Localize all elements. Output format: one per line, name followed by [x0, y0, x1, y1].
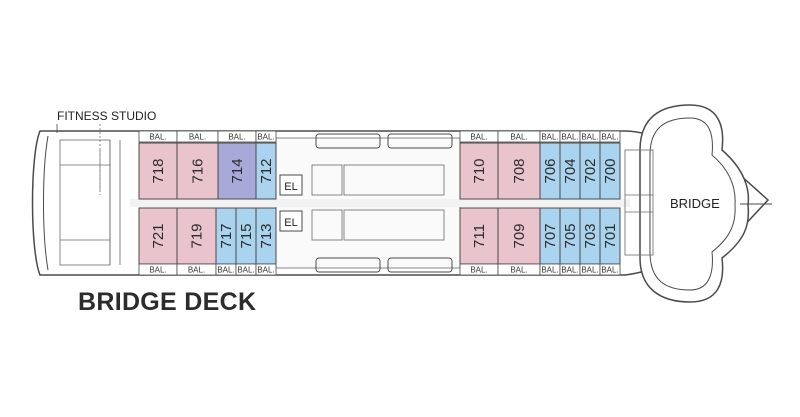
cabin-number: 700 [602, 158, 619, 183]
stern-inner-line [43, 135, 49, 271]
cabin-number: 708 [511, 158, 528, 183]
balcony-label: BAL. [510, 133, 527, 142]
bridge-label: BRIDGE [670, 196, 720, 211]
cabin-number: 721 [150, 223, 167, 248]
cabin-712[interactable]: BAL. 712 [255, 130, 277, 200]
balcony-label: BAL. [601, 266, 618, 275]
cabin-721[interactable]: BAL. 721 [138, 207, 178, 276]
balcony-label: BAL. [470, 266, 487, 275]
cabin-708[interactable]: BAL. 708 [497, 130, 541, 200]
cabin-702[interactable]: BAL. 702 [579, 130, 601, 200]
cabin-number: 718 [150, 158, 167, 183]
cabin-704[interactable]: BAL. 704 [559, 130, 581, 200]
cabin-706[interactable]: BAL. 706 [539, 130, 561, 200]
elevator-bottom [279, 210, 303, 232]
cabin-714[interactable]: BAL. 714 [217, 130, 257, 200]
cabin-number: 716 [190, 158, 207, 183]
cabin-number: 719 [189, 223, 206, 248]
cabin-709[interactable]: BAL. 709 [497, 207, 541, 276]
forward-interior [624, 149, 654, 256]
cabin-711[interactable]: BAL. 711 [459, 207, 499, 276]
balcony-label: BAL. [541, 133, 558, 142]
cabin-700[interactable]: BAL. 700 [599, 130, 621, 200]
balcony-label: BAL. [149, 133, 166, 142]
bridge-inner-outline [649, 117, 736, 291]
balcony-label: BAL. [581, 266, 598, 275]
cabin-number: 712 [258, 158, 275, 183]
balcony-label: BAL. [149, 266, 166, 275]
cabin-number: 715 [238, 223, 255, 248]
cabin-717[interactable]: BAL. 717 [215, 207, 237, 276]
balcony-label: BAL. [217, 266, 234, 275]
lifeboats [315, 133, 453, 273]
balcony-label: BAL. [470, 133, 487, 142]
cabin-713[interactable]: BAL. 713 [255, 207, 277, 276]
balcony-label: BAL. [510, 266, 527, 275]
cabin-707[interactable]: BAL. 707 [539, 207, 561, 276]
deck-title: BRIDGE DECK [78, 288, 257, 316]
cabin-number: 701 [602, 223, 619, 248]
cabin-705[interactable]: BAL. 705 [559, 207, 581, 276]
central-rooms [311, 164, 445, 241]
balcony-label: BAL. [541, 266, 558, 275]
cabin-716[interactable]: BAL. 716 [176, 130, 219, 200]
cabin-number: 717 [218, 223, 235, 248]
cabin-number: 710 [471, 158, 488, 183]
balcony-label: BAL. [257, 133, 274, 142]
cabin-number: 704 [562, 158, 579, 183]
cabins: BAL.718BAL.716BAL.714BAL.712BAL.710BAL.7… [138, 130, 621, 276]
cabin-number: 711 [471, 224, 488, 248]
elevator-label-top: EL [284, 181, 297, 193]
balcony-label: BAL. [561, 133, 578, 142]
stern-interior [59, 139, 121, 266]
balcony-label: BAL. [601, 133, 618, 142]
cabin-number: 707 [542, 223, 559, 248]
cabin-710[interactable]: BAL. 710 [459, 130, 499, 200]
cabin-715[interactable]: BAL. 715 [235, 207, 257, 276]
bridge-structure [639, 104, 750, 303]
cabin-number: 702 [582, 158, 599, 183]
cabin-number: 705 [562, 223, 579, 248]
balcony-label: BAL. [237, 266, 254, 275]
fitness-studio-label: FITNESS STUDIO [57, 109, 156, 123]
elevator-label-bottom: EL [284, 217, 297, 229]
cabin-number: 706 [542, 158, 559, 183]
balcony-label: BAL. [189, 133, 206, 142]
cabin-703[interactable]: BAL. 703 [579, 207, 601, 276]
cabin-number: 714 [229, 158, 246, 183]
cabin-number: 703 [582, 223, 599, 248]
cabin-718[interactable]: BAL. 718 [138, 130, 178, 200]
balcony-label: BAL. [228, 133, 245, 142]
balcony-label: BAL. [257, 266, 274, 275]
cabin-number: 713 [258, 223, 275, 248]
cabin-701[interactable]: BAL. 701 [599, 207, 621, 276]
elevator-top [279, 174, 303, 196]
balcony-label: BAL. [188, 266, 205, 275]
corridor [130, 199, 630, 207]
balcony-label: BAL. [581, 133, 598, 142]
balcony-label: BAL. [561, 266, 578, 275]
cabin-number: 709 [511, 223, 528, 248]
cabin-719[interactable]: BAL. 719 [176, 207, 217, 276]
